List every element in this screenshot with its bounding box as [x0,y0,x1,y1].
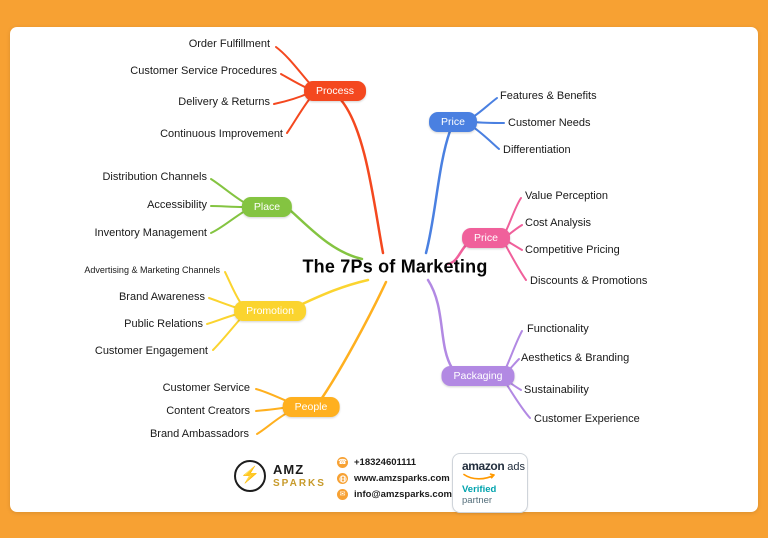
leaf-label: Sustainability [524,384,589,396]
envelope-icon: ✉ [337,489,348,500]
leaf-label: Continuous Improvement [160,128,283,140]
branch-node-process: Process [304,81,366,101]
logo-wordmark: AMZ SPARKS [273,462,326,489]
leaf-label: Discounts & Promotions [530,275,648,287]
leaf-label: Delivery & Returns [178,96,270,108]
leaf-label: Inventory Management [94,227,207,239]
lightning-bolt-icon: ⚡ [234,460,266,492]
branch-node-price-right: Price [462,228,510,248]
leaf-label: Competitive Pricing [525,244,620,256]
leaf-label: Customer Needs [508,117,591,129]
leaf-label: Functionality [527,323,589,335]
leaf-label: Public Relations [124,318,203,330]
logo-text-sparks: SPARKS [273,477,326,489]
leaf-label: Features & Benefits [500,90,597,102]
leaf-label: Aesthetics & Branding [521,352,630,364]
contact-phone: ☎ +18324601111 [337,457,452,468]
email-address: info@amzsparks.com [354,489,452,500]
globe-icon [337,473,348,484]
page-title: The 7Ps of Marketing [302,256,488,277]
amazon-ads-verified-partner-badge: amazon ads Verified partner [452,453,528,513]
branch-node-place: Place [241,197,293,217]
contact-email: ✉ info@amzsparks.com [337,489,452,500]
amazon-smile-icon [463,473,495,480]
leaf-label: Advertising & Marketing Channels [84,265,220,275]
leaf-label: Customer Service [162,382,250,394]
website-url: www.amzsparks.com [354,473,450,484]
branch-node-price-top: Price [429,112,477,132]
leaf-label: Brand Awareness [118,291,205,303]
leaf-label: Customer Engagement [94,345,208,357]
leaf-label: Customer Service Procedures [130,65,277,77]
leaf-label: Cost Analysis [525,217,592,229]
ads-wordmark: ads [507,461,526,473]
leaf-label: Content Creators [166,405,250,417]
logo-text-amz: AMZ [273,462,305,478]
phone-icon: ☎ [337,457,348,468]
branch-node-packaging: Packaging [441,366,515,386]
leaf-label: Value Perception [525,190,608,202]
branch-node-people: People [282,397,340,417]
leaf-label: Distribution Channels [102,171,207,183]
partner-label: partner [462,495,493,506]
contact-list: ☎ +18324601111 www.amzsparks.com ✉ info@… [337,457,452,500]
leaf-label: Differentiation [503,144,571,156]
verified-label: Verified [462,484,497,495]
leaf-label: Accessibility [147,199,207,211]
amazon-ads-logo: amazon ads [462,459,525,473]
leaf-label: Brand Ambassadors [149,428,249,440]
contact-website: www.amzsparks.com [337,473,452,484]
phone-number: +18324601111 [354,457,417,468]
leaf-label: Customer Experience [534,413,640,425]
amazon-wordmark: amazon [462,459,505,473]
branch-node-promotion: Promotion [234,301,306,321]
amz-sparks-logo: ⚡ AMZ SPARKS [234,460,326,492]
leaf-label: Order Fulfillment [188,38,270,50]
